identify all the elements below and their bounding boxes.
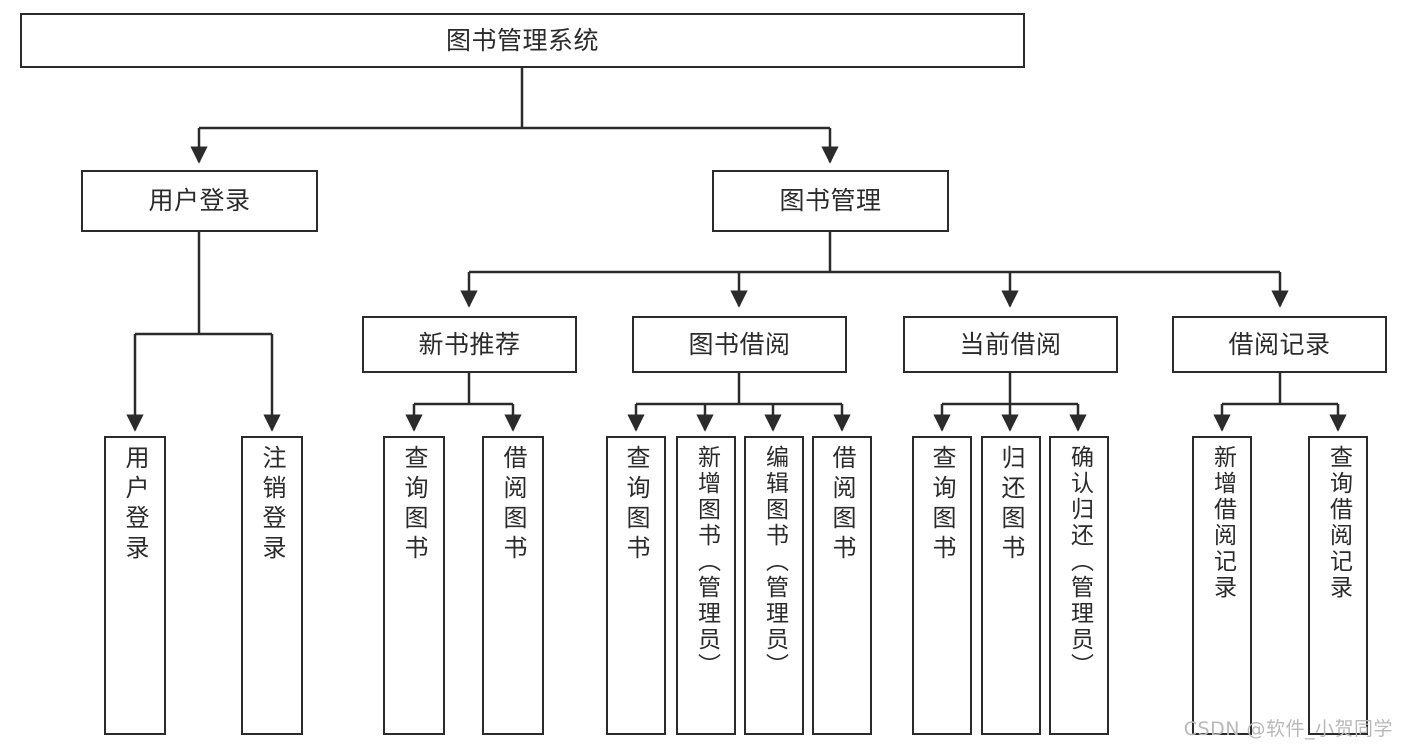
node-leaf-query-book-recommend[interactable]: 查询图书: [383, 436, 445, 735]
node-label: 借阅记录: [1228, 329, 1331, 359]
node-new-book-recommend[interactable]: 新书推荐: [362, 316, 577, 373]
node-label: 当前借阅: [959, 329, 1062, 359]
node-leaf-confirm-return-admin[interactable]: 确认归还（管理员）: [1049, 436, 1109, 735]
node-label: 新书推荐: [418, 329, 521, 359]
node-user-login[interactable]: 用户登录: [81, 170, 318, 232]
node-book-management[interactable]: 图书管理: [712, 170, 949, 232]
node-current-borrow[interactable]: 当前借阅: [903, 316, 1118, 373]
node-leaf-borrow-book-recommend[interactable]: 借阅图书: [482, 436, 544, 735]
node-leaf-query-book-borrow[interactable]: 查询图书: [606, 436, 666, 735]
node-label: 归还图书: [997, 445, 1025, 565]
node-label: 图书借阅: [688, 329, 791, 359]
node-label: 新增图书（管理员）: [693, 445, 720, 679]
node-leaf-query-book-current[interactable]: 查询图书: [912, 436, 972, 735]
node-book-management-system[interactable]: 图书管理系统: [20, 13, 1025, 68]
node-label: 查询图书: [400, 445, 428, 565]
csdn-watermark: CSDN @软件_小贺同学: [1183, 718, 1393, 740]
node-label: 用户登录: [148, 186, 251, 216]
node-label: 编辑图书（管理员）: [761, 445, 788, 679]
node-leaf-borrow-book-borrow[interactable]: 借阅图书: [812, 436, 872, 735]
node-label: 查询借阅记录: [1325, 445, 1352, 601]
node-leaf-edit-book-admin[interactable]: 编辑图书（管理员）: [744, 436, 804, 735]
node-label: 注销登录: [258, 445, 286, 565]
node-leaf-add-borrow-record[interactable]: 新增借阅记录: [1192, 436, 1252, 735]
node-label: 用户登录: [121, 445, 149, 565]
node-label: 图书管理系统: [445, 25, 599, 55]
node-leaf-query-borrow-record[interactable]: 查询借阅记录: [1308, 436, 1368, 735]
node-leaf-add-book-admin[interactable]: 新增图书（管理员）: [676, 436, 736, 735]
node-label: 借阅图书: [499, 445, 527, 565]
node-label: 新增借阅记录: [1209, 445, 1236, 601]
node-leaf-logout-login[interactable]: 注销登录: [241, 436, 303, 735]
node-leaf-user-login[interactable]: 用户登录: [104, 436, 166, 735]
node-label: 借阅图书: [828, 445, 856, 565]
node-label: 查询图书: [622, 445, 650, 565]
node-label: 图书管理: [779, 186, 882, 216]
node-label: 确认归还（管理员）: [1066, 445, 1093, 679]
node-book-borrow[interactable]: 图书借阅: [632, 316, 847, 373]
node-borrow-record[interactable]: 借阅记录: [1172, 316, 1387, 373]
node-label: 查询图书: [928, 445, 956, 565]
node-leaf-return-book[interactable]: 归还图书: [981, 436, 1041, 735]
